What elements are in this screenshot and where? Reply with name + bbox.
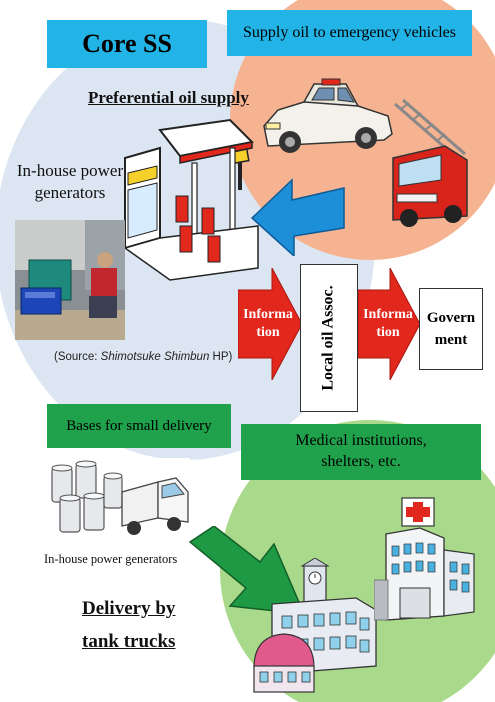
core-ss-label: Core SS — [82, 29, 172, 58]
hospital-icon — [374, 497, 475, 621]
source-suffix: HP) — [209, 351, 233, 363]
info-left-line2: tion — [256, 324, 280, 340]
bases-small-box: Bases for small delivery — [47, 404, 231, 448]
local-oil-label: Local oil Assoc. — [320, 285, 337, 391]
supply-oil-label: Supply oil to emergency vehicles — [243, 24, 456, 41]
delivery-label: Delivery by tank trucks — [82, 592, 175, 659]
info-left-line1: Informa — [243, 307, 293, 322]
blue-arrow — [250, 178, 345, 256]
medical-box: Medical institutions, shelters, etc. — [241, 424, 481, 480]
supply-oil-box: Supply oil to emergency vehicles — [227, 10, 472, 56]
generator-photo-icon — [15, 220, 125, 340]
police-car-icon — [263, 78, 393, 153]
in-house-small-label: In-house power generators — [44, 552, 178, 566]
medical-line2: shelters, etc. — [321, 453, 401, 470]
in-house-generators-line2: generators — [34, 183, 106, 203]
source-italic: Shimotsuke Shimbun — [100, 351, 210, 363]
info-right-line1: Informa — [363, 307, 413, 322]
government-line1: Govern — [426, 309, 476, 326]
medical-line1: Medical institutions, — [295, 432, 427, 450]
city-buildings-icon — [253, 558, 377, 693]
delivery-line2: tank trucks — [82, 631, 176, 653]
info-arrow-left — [238, 268, 302, 380]
gas-station-icon — [123, 118, 259, 281]
fire-truck-icon — [392, 98, 468, 227]
green-arrow — [188, 526, 306, 615]
source-prefix: (Source: — [54, 351, 101, 363]
core-ss-box: Core SS — [47, 20, 207, 68]
preferential-oil-label: Preferential oil supply — [88, 88, 249, 107]
info-right-line2: tion — [376, 324, 400, 340]
in-house-generators-label: In-house power generators — [10, 160, 130, 204]
bases-small-label: Bases for small delivery — [66, 417, 212, 434]
small-truck-icon — [121, 477, 189, 535]
source-caption: (Source: Shimotsuke Shimbun HP) — [54, 351, 232, 363]
info-left-label: Informa tion — [238, 306, 298, 341]
local-oil-box: Local oil Assoc. — [300, 264, 358, 412]
government-line2: ment — [434, 332, 468, 348]
info-arrow-right — [358, 268, 420, 380]
delivery-line1: Delivery by — [82, 598, 176, 619]
government-box: Govern ment — [419, 288, 483, 370]
in-house-generators-line1: In-house power — [16, 161, 124, 180]
info-right-label: Informa tion — [359, 306, 417, 341]
